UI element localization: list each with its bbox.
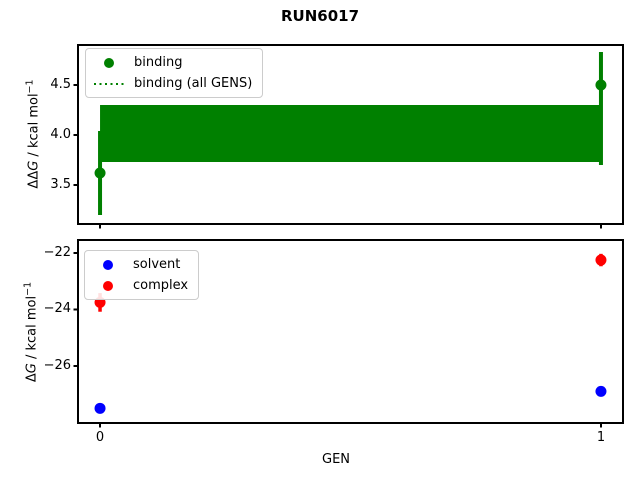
legend-dash-swatch — [93, 82, 125, 85]
y-tick-label: −22 — [43, 244, 71, 260]
legend-label: complex — [133, 278, 189, 293]
binding-data-point — [595, 79, 607, 91]
complex-data-point — [595, 254, 607, 266]
x-axis-label: GEN — [321, 452, 351, 467]
confidence-band — [100, 105, 601, 162]
top-legend: binding binding (all GENS) — [85, 48, 264, 98]
dot-marker-icon — [92, 259, 124, 270]
unit-exponent: −1 — [22, 281, 34, 296]
figure-title: RUN6017 — [280, 7, 360, 25]
legend-label: solvent — [133, 257, 181, 272]
y-tick-label: −26 — [43, 357, 71, 373]
legend-item-binding-all-gens-: binding (all GENS) — [93, 73, 252, 94]
x-tick-label: 1 — [596, 430, 606, 445]
legend-dot-swatch — [104, 57, 114, 68]
legend-label: binding — [134, 55, 183, 70]
y-tick-label: 4.0 — [50, 127, 71, 142]
bottom-legend: solvent complex — [84, 250, 200, 300]
delta-symbol: Δ — [24, 373, 40, 383]
dotted-line-icon — [93, 82, 125, 85]
dot-marker-icon — [92, 280, 124, 291]
binding-data-point — [94, 167, 106, 179]
variable-symbol: G — [26, 160, 42, 171]
bottom-axes-frame — [77, 239, 624, 424]
y-tick-label: 4.5 — [50, 77, 71, 92]
solvent-data-point — [595, 385, 607, 397]
legend-dot-swatch — [103, 280, 113, 291]
legend-item-binding: binding — [93, 52, 252, 73]
solvent-data-point — [94, 402, 106, 414]
dot-marker-icon — [93, 57, 125, 68]
legend-item-complex: complex — [92, 275, 188, 296]
x-tick-label: 0 — [95, 430, 105, 445]
legend-dot-swatch — [103, 259, 113, 270]
y-tick-label: −24 — [43, 301, 71, 317]
y-tick-label: 3.5 — [50, 177, 71, 192]
legend-label: binding (all GENS) — [134, 76, 253, 91]
legend-item-solvent: solvent — [92, 254, 188, 275]
